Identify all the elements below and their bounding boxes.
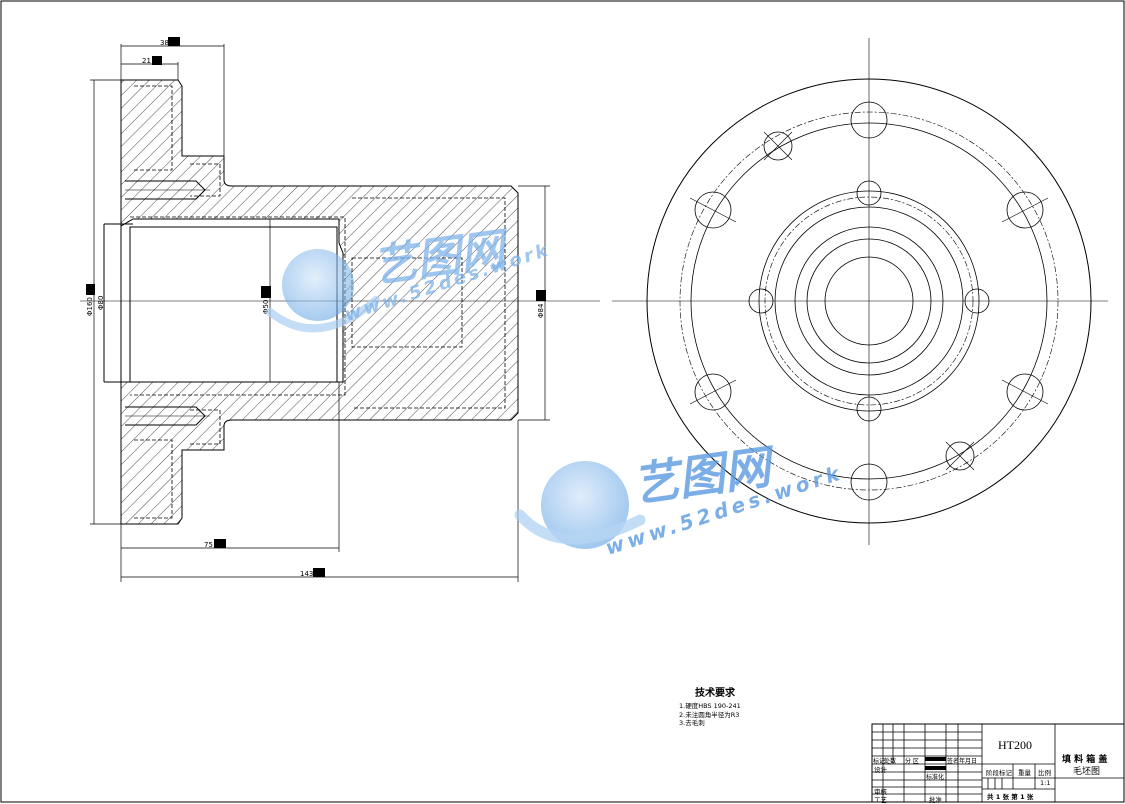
tech-requirements: 技术要求 1.硬度HBS 190-241 2.未注圆角半径为R3 3.去毛刺 bbox=[679, 684, 741, 728]
dim-top-38: 38 bbox=[160, 39, 169, 47]
process-label: 工艺 bbox=[874, 796, 887, 804]
reviewer-label: 审核 bbox=[874, 788, 887, 796]
dim-marker bbox=[536, 290, 546, 301]
approve-label: 批准 bbox=[929, 796, 942, 804]
dim-phi50: Φ50 bbox=[262, 300, 270, 314]
scale-label: 比例 bbox=[1038, 769, 1051, 777]
scale-value: 1:1 bbox=[1040, 779, 1051, 787]
sheet-count: 共 1 张 第 1 张 bbox=[987, 793, 1034, 801]
tech-requirement-item: 1.硬度HBS 190-241 bbox=[679, 702, 741, 710]
dim-75: 75 bbox=[204, 541, 213, 549]
end-view bbox=[612, 38, 1108, 545]
row-label-date: 年月日 bbox=[959, 758, 978, 765]
section-view: 38 21 Φ160 Φ80 Φ50 Φ84 75 143 bbox=[80, 37, 600, 582]
designer-label: 设计 bbox=[874, 766, 887, 774]
material-label: HT200 bbox=[998, 738, 1032, 752]
watermark-logo-2 bbox=[514, 461, 646, 549]
part-subtitle: 毛坯图 bbox=[1073, 767, 1101, 777]
row-label-sign: 签名 bbox=[947, 758, 960, 765]
dim-marker bbox=[86, 284, 95, 295]
title-block bbox=[871, 723, 1125, 803]
dim-marker bbox=[214, 539, 226, 548]
dim-top-21: 21 bbox=[142, 57, 151, 65]
watermark-logo-1 bbox=[266, 249, 380, 333]
standard-label: 标准化 bbox=[926, 774, 945, 781]
weight-label: 重量 bbox=[1018, 769, 1031, 777]
tech-requirement-item: 3.去毛刺 bbox=[679, 719, 705, 727]
stage-mark-label: 阶段标记 bbox=[986, 769, 1012, 777]
dim-marker bbox=[152, 56, 162, 65]
dim-marker bbox=[168, 37, 180, 46]
dim-marker bbox=[313, 568, 325, 577]
part-name: 填 料 箱 盖 bbox=[1062, 755, 1108, 765]
row-label-mark: 标记 bbox=[873, 758, 886, 765]
dim-phi80: Φ80 bbox=[97, 296, 105, 310]
row-label-count: 处数 bbox=[884, 758, 897, 765]
row-label-zone: 分 区 bbox=[905, 758, 919, 765]
dim-phi160: Φ160 bbox=[86, 297, 94, 316]
dim-phi84: Φ84 bbox=[537, 303, 545, 318]
dim-marker bbox=[261, 286, 271, 298]
tech-requirements-heading: 技术要求 bbox=[695, 688, 735, 699]
tech-requirement-item: 2.未注圆角半径为R3 bbox=[679, 710, 740, 719]
dim-143: 143 bbox=[300, 570, 313, 578]
